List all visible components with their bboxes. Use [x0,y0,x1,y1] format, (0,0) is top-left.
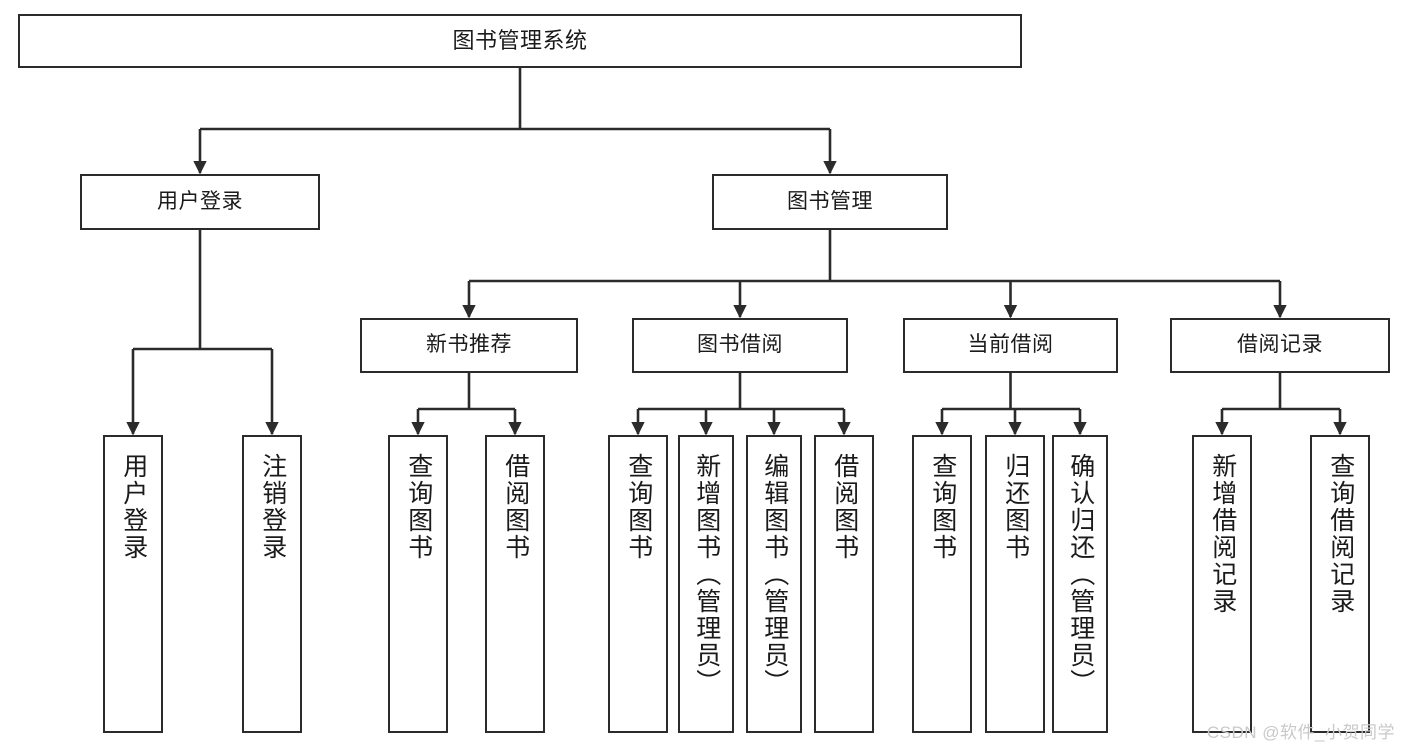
node-label: 借阅图书 [830,453,859,561]
node-label: 新书推荐 [426,333,512,357]
node-l11[interactable]: 确认归还（管理员） [1052,435,1108,733]
node-l13[interactable]: 查询借阅记录 [1310,435,1370,733]
node-label: 借阅记录 [1237,333,1323,357]
node-l10[interactable]: 归还图书 [985,435,1045,733]
node-l6[interactable]: 新增图书（管理员） [678,435,734,733]
node-label: 注销登录 [258,453,287,561]
node-label: 图书管理系统 [452,28,588,54]
watermark-label: CSDN @软件_小贺同学 [1206,723,1395,742]
node-l1[interactable]: 用户登录 [103,435,163,733]
node-root[interactable]: 图书管理系统 [18,14,1022,68]
node-label: 新增图书（管理员） [692,453,721,696]
node-l7[interactable]: 编辑图书（管理员） [746,435,802,733]
node-borrow[interactable]: 图书借阅 [632,318,848,373]
node-bookmgmt[interactable]: 图书管理 [712,174,948,230]
node-l4[interactable]: 借阅图书 [485,435,545,733]
node-label: 用户登录 [157,189,243,213]
node-records[interactable]: 借阅记录 [1170,318,1390,373]
node-label: 查询图书 [928,453,957,561]
node-label: 借阅图书 [501,453,530,561]
node-label: 用户登录 [119,453,148,561]
node-l2[interactable]: 注销登录 [242,435,302,733]
node-label: 查询借阅记录 [1326,453,1355,615]
node-login[interactable]: 用户登录 [80,174,320,230]
node-l5[interactable]: 查询图书 [608,435,668,733]
node-l12[interactable]: 新增借阅记录 [1192,435,1252,733]
node-current[interactable]: 当前借阅 [903,318,1118,373]
node-newrec[interactable]: 新书推荐 [360,318,578,373]
node-l8[interactable]: 借阅图书 [814,435,874,733]
node-label: 当前借阅 [967,333,1054,357]
node-label: 新增借阅记录 [1208,453,1237,615]
node-l3[interactable]: 查询图书 [388,435,448,733]
node-label: 查询图书 [404,453,433,561]
node-label: 编辑图书（管理员） [760,453,789,696]
node-label: 查询图书 [624,453,653,561]
node-label: 图书管理 [787,189,873,213]
node-l9[interactable]: 查询图书 [912,435,972,733]
node-label: 归还图书 [1001,453,1030,561]
node-label: 确认归还（管理员） [1066,453,1095,696]
node-label: 图书借阅 [697,333,783,357]
